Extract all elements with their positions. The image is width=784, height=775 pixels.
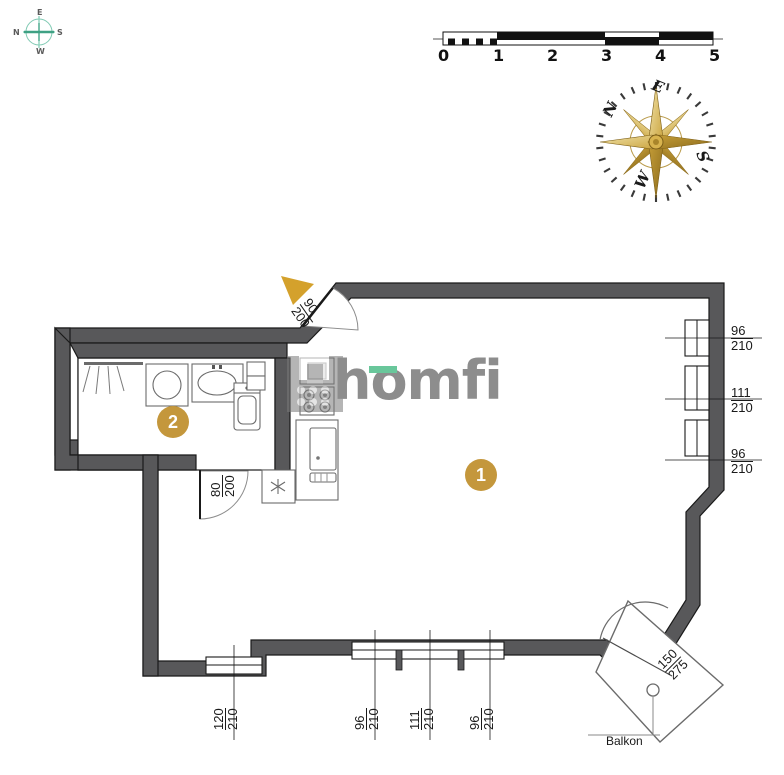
dim-window-right-middle: 111 210	[731, 385, 753, 415]
scale-bar-graphic	[433, 31, 723, 46]
dim-window-bottom-3: 96 210	[467, 708, 496, 730]
bathroom-wall-top	[69, 342, 288, 359]
scale-tick-3: 3	[601, 46, 613, 65]
dim-window-right-top: 96 210	[731, 323, 753, 353]
dim-window-right-bottom: 96 210	[731, 446, 753, 476]
compass-label-top: E	[37, 8, 43, 17]
window-mullion-2	[457, 649, 465, 671]
compass-rose-graphic	[596, 82, 716, 202]
balcony-label: Balkon	[606, 734, 643, 748]
window-group-right	[665, 319, 762, 461]
window-group-bottom	[205, 630, 505, 740]
shower-rail-icon	[84, 362, 143, 365]
dim-bathroom-door: 80 200	[208, 475, 237, 497]
homfi-wordmark: homfi	[333, 349, 503, 412]
shower-icon	[82, 365, 125, 395]
hall-wall-left	[142, 454, 159, 677]
bathroom-door-swing	[199, 470, 249, 520]
orientation-compass-small-icon: E S W N	[10, 5, 68, 57]
mini-compass-graphic	[23, 16, 55, 48]
balcony-door-leaf	[602, 637, 673, 677]
dim-window-bottom-2: 111 210	[407, 708, 436, 730]
room-badge-1[interactable]: 1	[465, 459, 497, 491]
scale-tick-0: 0	[438, 46, 450, 65]
balcony-outline	[595, 599, 725, 743]
entrance-door-swing	[302, 287, 359, 331]
balcony-drain-icon	[646, 683, 660, 697]
compass-label-bottom: W	[36, 47, 45, 56]
dim-window-bottom-left: 120 210	[211, 708, 240, 730]
balcony-door-swing	[599, 601, 669, 641]
entrance-door-leaf	[302, 287, 334, 327]
scale-tick-2: 2	[547, 46, 559, 65]
scale-tick-4: 4	[655, 46, 667, 65]
compass-rose-large-icon: E N S W	[586, 76, 726, 208]
bathroom-fixtures	[82, 361, 266, 431]
radiator-star-icon	[270, 479, 286, 494]
map-scale-bar: 0 1 2 3 4 5	[433, 26, 723, 66]
scale-tick-5: 5	[709, 46, 721, 65]
window-mullion-1	[395, 649, 403, 671]
entrance-arrow-marker	[281, 276, 314, 305]
bathroom-wall-bottom	[77, 454, 197, 471]
homfi-logo-mark	[287, 352, 343, 412]
bathroom-cabinet-icon	[246, 361, 266, 377]
compass-label-left: N	[13, 28, 20, 37]
room-badge-2[interactable]: 2	[157, 406, 189, 438]
dim-window-bottom-1: 96 210	[352, 708, 381, 730]
homfi-accent-bar	[369, 366, 397, 373]
balcony	[588, 599, 725, 743]
homfi-watermark: homfi	[281, 350, 503, 414]
scale-tick-1: 1	[493, 46, 505, 65]
entrance-door	[281, 276, 359, 331]
compass-label-right: S	[57, 28, 63, 37]
bathroom-door	[199, 470, 249, 520]
